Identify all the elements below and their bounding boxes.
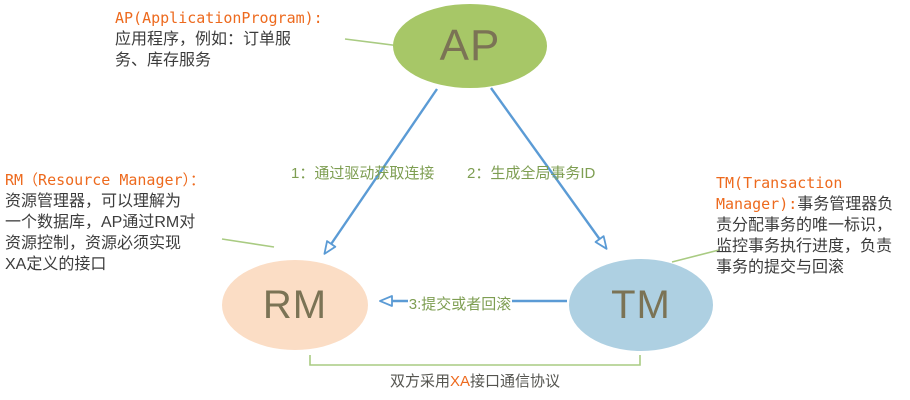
footer-caption-prefix: 双方采用	[389, 373, 450, 390]
edge-label-ap-tm: 2：生成全局事务ID	[467, 165, 596, 182]
node-ap: AP	[393, 4, 547, 88]
node-tm-label: TM	[611, 282, 671, 327]
annotation-tm-title: TM(Transaction Manager):	[716, 174, 843, 213]
node-tm: TM	[569, 259, 713, 351]
annotation-ap-body: 应用程序，例如：订单服 务、库存服务	[115, 31, 292, 69]
footer-caption: 双方采用XA接口通信协议	[310, 370, 640, 391]
footer-caption-highlight: XA	[449, 373, 470, 390]
footer-caption-suffix: 接口通信协议	[470, 373, 561, 390]
connector-ap-annotation	[344, 38, 401, 47]
annotation-rm: RM（Resource Manager）： 资源管理器，可以理解为 一个数据库，…	[5, 170, 239, 275]
annotation-rm-body: 资源管理器，可以理解为 一个数据库，AP通过RM对 资源控制，资源必须实现 XA…	[5, 193, 196, 273]
annotation-ap: AP(ApplicationProgram): 应用程序，例如：订单服 务、库存…	[115, 8, 357, 71]
node-rm-label: RM	[262, 282, 328, 327]
arrow-ap-to-tm	[490, 87, 608, 250]
node-rm: RM	[222, 260, 368, 350]
annotation-rm-title: RM（Resource Manager）：	[5, 171, 206, 189]
node-ap-label: AP	[439, 21, 501, 70]
annotation-tm-body: 事务管理器负责分配事务的唯一标识，监控事务执行进度，负责事务的提交与回滚	[716, 196, 894, 276]
edge-label-tm-rm: 3:提交或者回滚	[408, 292, 512, 315]
connector-rm-annotation	[221, 238, 275, 248]
connector-tm-annotation	[671, 249, 720, 263]
arrow-ap-to-rm	[323, 88, 438, 255]
annotation-tm: TM(Transaction Manager):事务管理器负责分配事务的唯一标识…	[716, 173, 904, 278]
xa-scope-bracket	[309, 355, 641, 366]
edge-label-ap-rm: 1：通过驱动获取连接	[291, 165, 435, 182]
annotation-ap-title: AP(ApplicationProgram):	[115, 9, 323, 27]
